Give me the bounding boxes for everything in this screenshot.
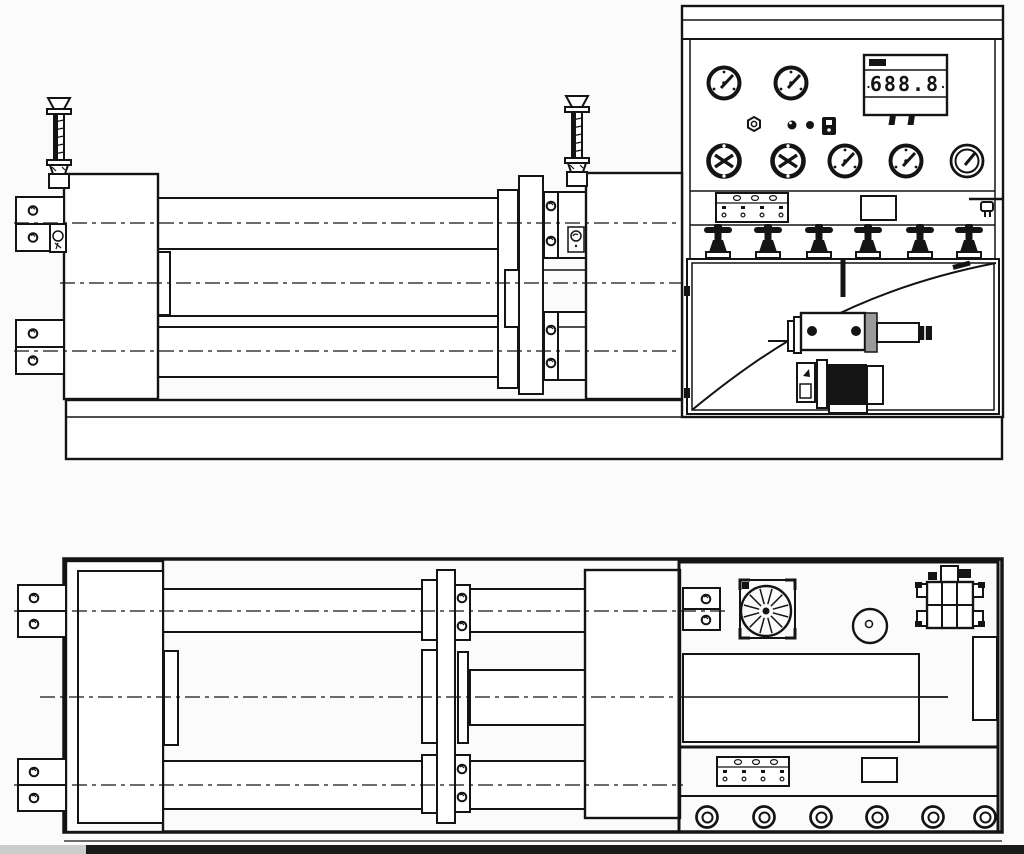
indicator-light-1 (787, 120, 797, 130)
nameplate (860, 195, 897, 221)
nameplate-plan (861, 757, 898, 783)
display-button-right (907, 115, 915, 125)
bed-frame (62, 557, 1004, 834)
panel-knob-2 (752, 805, 776, 829)
front-view-centerlines (14, 222, 681, 352)
cabinet-door (684, 258, 1000, 415)
plan-upper-tube-left (162, 588, 425, 633)
terminal-block-front (715, 192, 789, 223)
hex-adjuster (747, 115, 761, 133)
upper-cylinder-tube (157, 197, 499, 251)
left-bracket-lower (16, 320, 64, 374)
plan-left-bracket-upper (17, 584, 67, 638)
left-end-block (62, 172, 160, 401)
indicator-light-2 (806, 121, 814, 129)
front-elevation-view: 688.8 (14, 4, 1005, 461)
footer-bar-cap (0, 845, 86, 854)
footer-bar-dark (86, 845, 1024, 854)
plan-right-end-block (583, 568, 682, 820)
pressure-gauge-2 (773, 65, 809, 101)
grease-fitting-symbol (567, 226, 585, 253)
plan-view (14, 557, 1004, 842)
lower-cylinder-tube (157, 326, 499, 378)
right-end-block (584, 171, 684, 401)
toggle-switch (822, 117, 836, 135)
pressure-gauge-3 (827, 143, 863, 179)
side-reservoir (972, 636, 998, 721)
plan-view-centerlines (14, 610, 948, 786)
control-cabinet-front: 688.8 (680, 4, 1005, 419)
panel-knob-1 (695, 805, 719, 829)
display-button-left (888, 115, 896, 125)
footer-bar (0, 845, 1024, 854)
digital-display: 688.8 (862, 53, 949, 125)
door-hinge-top (684, 286, 690, 296)
electric-motor-unit (796, 359, 884, 414)
panel-knob-3 (809, 805, 833, 829)
seven-segment-value: 688.8 (870, 72, 940, 96)
pressure-gauge-1 (706, 65, 742, 101)
cooling-fan (738, 578, 797, 640)
port-fitting (49, 223, 67, 253)
plan-power-pack-cabinet (677, 560, 1000, 834)
valve-manifold-top-view (915, 565, 985, 630)
plan-left-bracket-lower (17, 758, 67, 812)
motor-top-view (851, 607, 889, 645)
power-plug-icon (969, 197, 1002, 217)
panel-knob-4 (865, 805, 889, 829)
pressure-gauge-4 (888, 143, 924, 179)
door-hinge-bottom (684, 388, 690, 398)
panel-knob-6 (973, 805, 997, 829)
crosshead-flange-stack (497, 175, 585, 395)
oil-tank (682, 653, 920, 743)
pressure-gauge-5 (949, 143, 985, 179)
hydraulic-pump-unit (768, 311, 932, 354)
small-controls-row (747, 115, 836, 135)
panel-knob-5 (921, 805, 945, 829)
control-knob-gauge-2 (773, 144, 804, 177)
test-bench-machine-front (16, 95, 684, 401)
display-label-tag (869, 59, 886, 66)
plan-right-bracket (682, 587, 721, 631)
terminal-block-plan (716, 756, 790, 787)
control-knob-gauge-1 (709, 144, 740, 177)
